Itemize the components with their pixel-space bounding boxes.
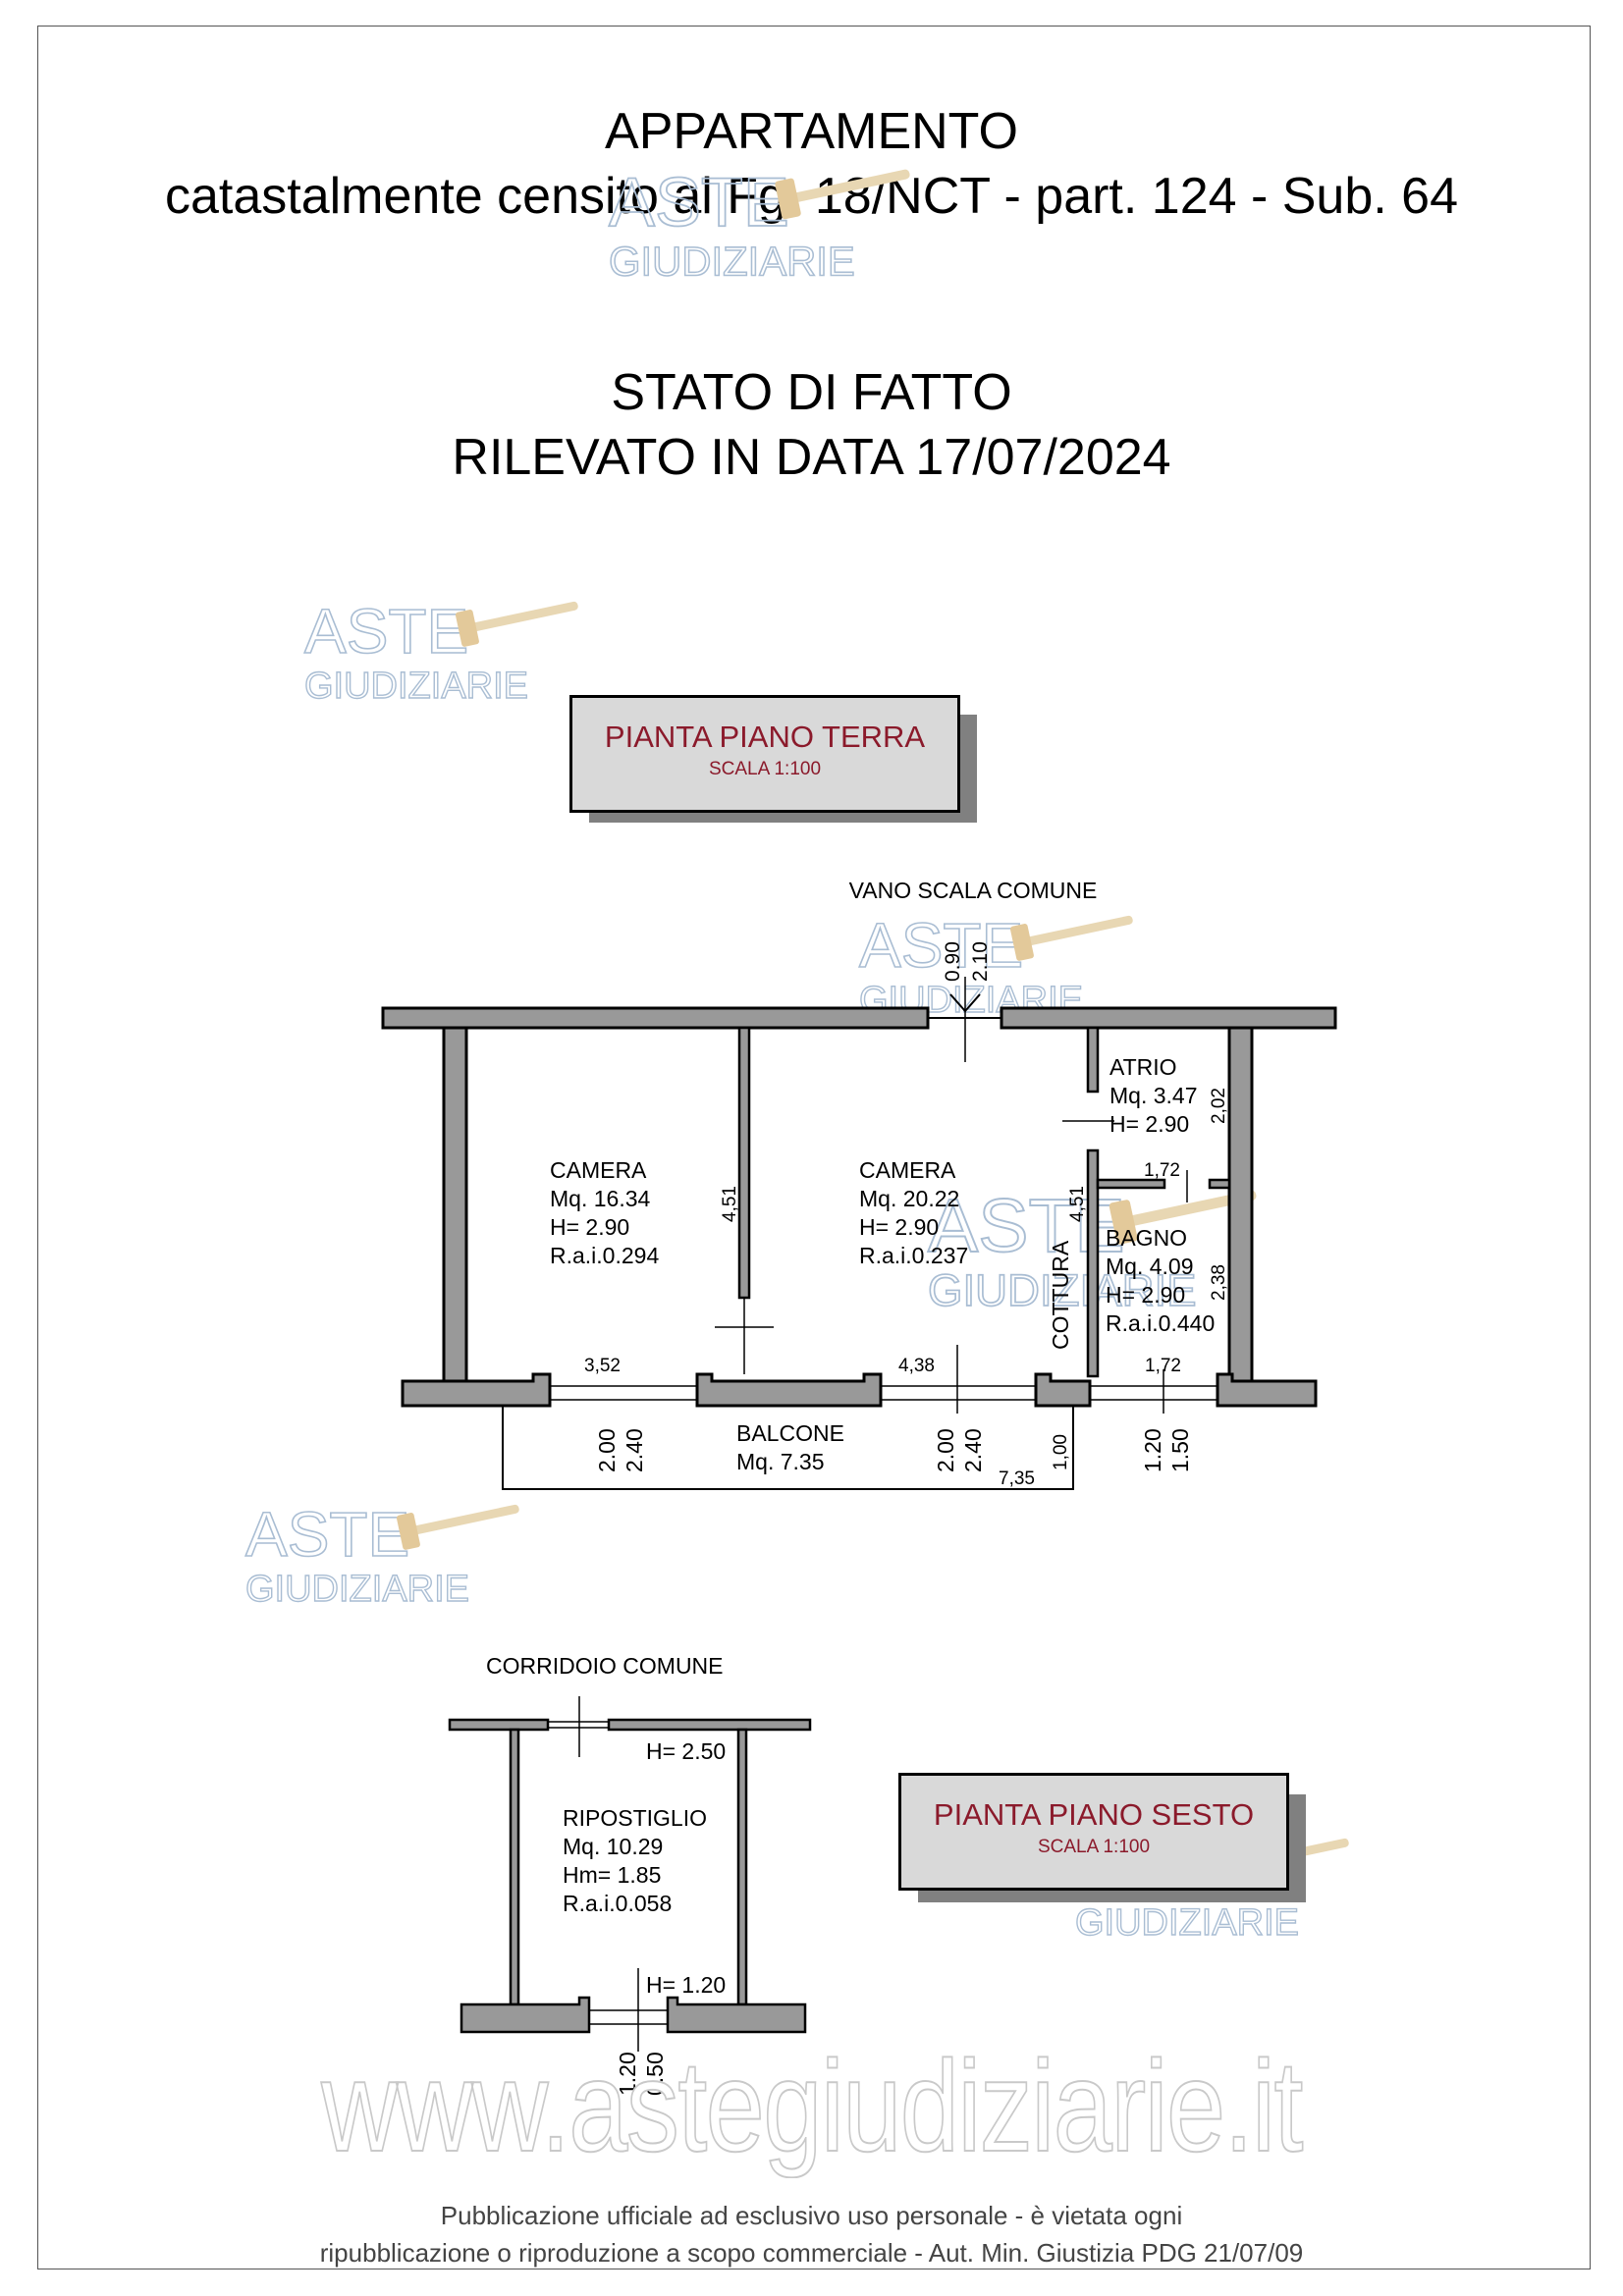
room-rai: R.a.i.0.294 bbox=[550, 1243, 659, 1268]
room-rai: R.a.i.0.237 bbox=[859, 1243, 968, 1268]
dimension-label: 1,00 bbox=[1051, 1434, 1071, 1470]
wall bbox=[695, 1372, 883, 1408]
dimension-label: 1,72 bbox=[1145, 1356, 1181, 1376]
room-name: CAMERA bbox=[859, 1157, 956, 1183]
room-rai: R.a.i.0.058 bbox=[563, 1891, 672, 1916]
room-area: Mq. 20.22 bbox=[859, 1186, 959, 1211]
partition-wall bbox=[1096, 1178, 1166, 1190]
window-dim: 2.40 bbox=[622, 1428, 647, 1472]
dimension-label: 2,02 bbox=[1209, 1088, 1229, 1124]
window-dim: 1.20 bbox=[1140, 1428, 1165, 1472]
height-label: H= 1.20 bbox=[646, 1972, 726, 1998]
ground-floor-title: PIANTA PIANO TERRA bbox=[604, 720, 926, 754]
room-name: RIPOSTIGLIO bbox=[563, 1805, 707, 1831]
page-frame bbox=[37, 26, 1591, 2269]
wall bbox=[509, 1728, 520, 2006]
wall bbox=[1034, 1372, 1092, 1408]
watermark-url: www.astegiudiziarie.it bbox=[320, 2033, 1304, 2179]
wall bbox=[1216, 1372, 1318, 1408]
room-height: H= 2.90 bbox=[1109, 1111, 1189, 1137]
room-area: Mq. 3.47 bbox=[1109, 1083, 1198, 1108]
ground-floor-title-box: PIANTA PIANO TERRA SCALA 1:100 bbox=[569, 695, 960, 813]
footer-line-1: Pubblicazione ufficiale ad esclusivo uso… bbox=[440, 2201, 1183, 2230]
stair-label: VANO SCALA COMUNE bbox=[849, 878, 1098, 903]
dimension-label: 2,38 bbox=[1209, 1264, 1229, 1301]
door-dim: 2.10 bbox=[969, 941, 992, 982]
partition-wall bbox=[1208, 1178, 1231, 1190]
wall bbox=[401, 1372, 552, 1408]
dimension-label: 4,51 bbox=[1067, 1186, 1088, 1222]
title-survey-date: RILEVATO IN DATA 17/07/2024 bbox=[452, 429, 1171, 486]
window-dim: 0.50 bbox=[642, 2052, 668, 2096]
window-dim: 2.40 bbox=[960, 1428, 986, 1472]
room-name: ATRIO bbox=[1109, 1054, 1177, 1080]
dimension-label: 7,35 bbox=[999, 1468, 1035, 1489]
room-area: Mq. 10.29 bbox=[563, 1834, 663, 1859]
room-height: H= 2.90 bbox=[1106, 1282, 1185, 1308]
sixth-floor-title: PIANTA PIANO SESTO bbox=[933, 1797, 1255, 1832]
title-status: STATO DI FATTO bbox=[611, 364, 1012, 421]
balcony-name: BALCONE bbox=[736, 1420, 844, 1446]
wall bbox=[460, 1996, 591, 2034]
room-area: Mq. 16.34 bbox=[550, 1186, 650, 1211]
balcony-outline bbox=[502, 1406, 1074, 1490]
window-dim: 1.50 bbox=[1167, 1428, 1193, 1472]
partition-wall bbox=[1086, 1148, 1100, 1378]
wall bbox=[607, 1718, 812, 1732]
kitchen-label: COTTURA bbox=[1048, 1240, 1073, 1350]
ground-floor-scale: SCALA 1:100 bbox=[708, 759, 822, 779]
wall bbox=[448, 1718, 550, 1732]
room-height: H= 2.90 bbox=[859, 1214, 939, 1240]
dimension-label: 1,72 bbox=[1144, 1160, 1180, 1181]
wall bbox=[666, 1996, 807, 2034]
room-area: Mq. 4.09 bbox=[1106, 1254, 1194, 1279]
wall bbox=[736, 1728, 748, 2006]
window-dim: 1.20 bbox=[615, 2052, 640, 2096]
window-dim: 2.00 bbox=[933, 1428, 958, 1472]
footer-line-2: ripubblicazione o riproduzione a scopo c… bbox=[319, 2238, 1304, 2268]
entrance-arrow-icon bbox=[949, 993, 981, 1013]
dimension-label: 3,52 bbox=[584, 1356, 621, 1376]
title-apartment: APPARTAMENTO bbox=[605, 103, 1018, 160]
height-label: H= 2.50 bbox=[646, 1738, 726, 1764]
window-dim: 2.00 bbox=[594, 1428, 620, 1472]
corridor-label: CORRIDOIO COMUNE bbox=[486, 1653, 724, 1679]
room-name: CAMERA bbox=[550, 1157, 647, 1183]
partition-wall bbox=[1086, 1026, 1100, 1094]
sixth-floor-title-box: PIANTA PIANO SESTO SCALA 1:100 bbox=[898, 1773, 1289, 1891]
sixth-floor-scale: SCALA 1:100 bbox=[1037, 1837, 1151, 1857]
room-name: BAGNO bbox=[1106, 1225, 1187, 1251]
room-rai: R.a.i.0.440 bbox=[1106, 1310, 1215, 1336]
dimension-label: 4,51 bbox=[720, 1186, 740, 1222]
room-height: Hm= 1.85 bbox=[563, 1862, 661, 1888]
dimension-label: 4,38 bbox=[898, 1356, 935, 1376]
room-height: H= 2.90 bbox=[550, 1214, 629, 1240]
door-dim: 0.90 bbox=[942, 941, 964, 982]
balcony-area: Mq. 7.35 bbox=[736, 1449, 825, 1474]
